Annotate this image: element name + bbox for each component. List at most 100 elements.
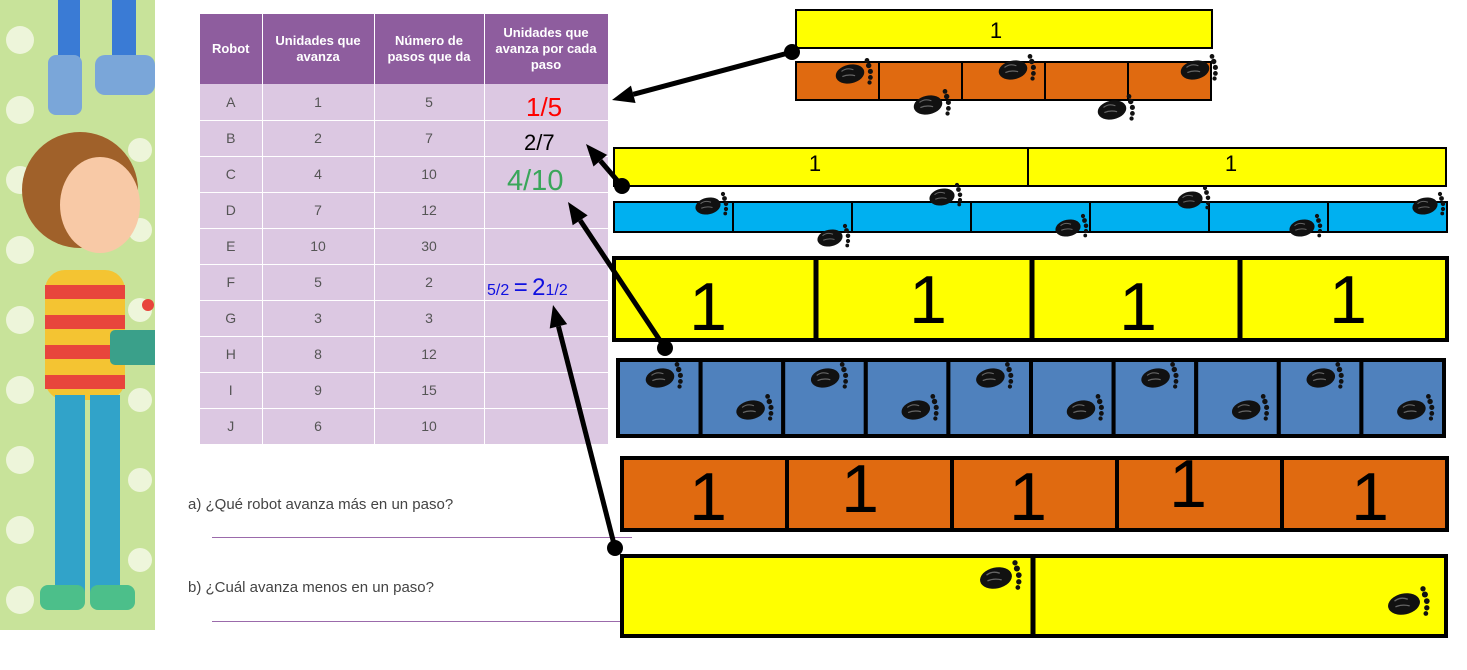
cell-steps: 15	[374, 372, 485, 409]
cell-units: 4	[262, 156, 375, 193]
unit-bar-f-5	[1280, 456, 1449, 532]
annotation-a: 1/5	[526, 92, 563, 122]
annotation-f-equals: =	[513, 274, 528, 301]
robot-table: Robot Unidades que avanza Número de paso…	[200, 14, 609, 445]
footprint-icon	[817, 223, 851, 248]
unit-label-a: 1	[990, 18, 1002, 43]
cell-robot: G	[200, 300, 263, 337]
cell-robot: F	[200, 264, 263, 301]
unit-bar-c	[612, 256, 1449, 342]
cell-robot: H	[200, 336, 263, 373]
step-a-2	[878, 61, 963, 101]
answer-line-b[interactable]	[212, 621, 632, 622]
step-c-4	[863, 358, 951, 438]
arrow-a-shaft	[632, 49, 793, 97]
header-robot: Robot	[200, 14, 263, 84]
footprint-icon	[645, 362, 683, 389]
arrow-f-dot	[607, 540, 623, 556]
step-a-5	[1127, 61, 1212, 101]
step-c-3	[781, 358, 868, 438]
unit-label-f-2: 1	[841, 451, 879, 527]
unit-bar-f-1	[620, 456, 789, 532]
footprint-icon	[1397, 394, 1435, 421]
footprint-icon	[1055, 213, 1089, 238]
unit-label-f-5: 1	[1351, 459, 1389, 535]
unit-label-c-2: 1	[909, 262, 947, 338]
cell-robot: I	[200, 372, 263, 409]
annotation-c: 4/10	[507, 165, 564, 197]
step-c-9	[1276, 358, 1364, 438]
cell-steps: 12	[374, 336, 485, 373]
arrow-a-dot	[784, 44, 800, 60]
unit-bar-f-2	[785, 456, 954, 532]
cell-steps: 5	[374, 84, 485, 121]
step-b-3	[851, 201, 972, 233]
arrow-c-dot	[657, 340, 673, 356]
unit-label-b1: 1	[809, 151, 821, 176]
answer-line-a[interactable]	[212, 537, 632, 538]
arrow-a-head	[612, 85, 636, 104]
step-c-1	[616, 358, 703, 438]
cell-steps: 10	[374, 156, 485, 193]
unit-label-b2: 1	[1225, 151, 1237, 176]
footprint-icon	[695, 191, 729, 216]
step-b-1	[613, 201, 734, 233]
cell-units: 5	[262, 264, 375, 301]
cell-units: 1	[262, 84, 375, 121]
unit-label-f-4: 1	[1169, 446, 1207, 522]
question-a: a) ¿Qué robot avanza más en un paso?	[188, 496, 454, 513]
unit-bar-f-4	[1115, 456, 1284, 532]
cell-units-per-step	[484, 228, 609, 265]
unit-bar-b2	[1027, 147, 1447, 187]
annotation-f-fraction: 5/2	[487, 282, 510, 299]
cell-robot: D	[200, 192, 263, 229]
step-c-7	[1111, 358, 1199, 438]
step-a-1	[795, 61, 880, 101]
arrow-b-dot	[614, 178, 630, 194]
step-c-5	[946, 358, 1034, 438]
cell-units-per-step	[484, 84, 609, 121]
step-b-5	[1089, 201, 1210, 233]
step-b-7	[1327, 201, 1448, 233]
cell-units: 8	[262, 336, 375, 373]
cell-steps: 10	[374, 408, 485, 445]
cell-units-per-step	[484, 336, 609, 373]
cell-units: 7	[262, 192, 375, 229]
footprint-icon	[1066, 394, 1104, 421]
unit-label-f-1: 1	[689, 459, 727, 535]
unit-label-c-4: 1	[1329, 262, 1367, 338]
footprint-icon	[736, 394, 774, 421]
cell-steps: 7	[374, 120, 485, 157]
footprint-icon	[998, 54, 1036, 81]
footprint-icon	[1097, 94, 1135, 121]
header-units-per-step: Unidades que avanza por cada paso	[484, 14, 609, 84]
footprint-icon	[913, 89, 951, 116]
cell-steps: 12	[374, 192, 485, 229]
cell-robot: C	[200, 156, 263, 193]
step-c-10	[1359, 358, 1447, 438]
footprint-icon	[929, 182, 963, 207]
step-c-6	[1029, 358, 1116, 438]
cell-units: 9	[262, 372, 375, 409]
cell-units-per-step	[484, 408, 609, 445]
header-units: Unidades que avanza	[262, 14, 375, 84]
footprint-icon	[1177, 185, 1211, 210]
step-b-2	[732, 201, 853, 233]
cell-units-per-step	[484, 192, 609, 229]
table-header-row: Robot Unidades que avanza Número de paso…	[200, 14, 609, 84]
cell-steps: 3	[374, 300, 485, 337]
step-a-3	[961, 61, 1046, 101]
cell-robot: E	[200, 228, 263, 265]
footprint-icon	[835, 58, 873, 85]
annotation-f-whole: 2	[532, 274, 546, 301]
footprint-icon	[1141, 362, 1179, 389]
footprint-icon	[810, 362, 849, 389]
footprint-icon	[1289, 213, 1323, 238]
footprint-icon	[980, 560, 1022, 590]
